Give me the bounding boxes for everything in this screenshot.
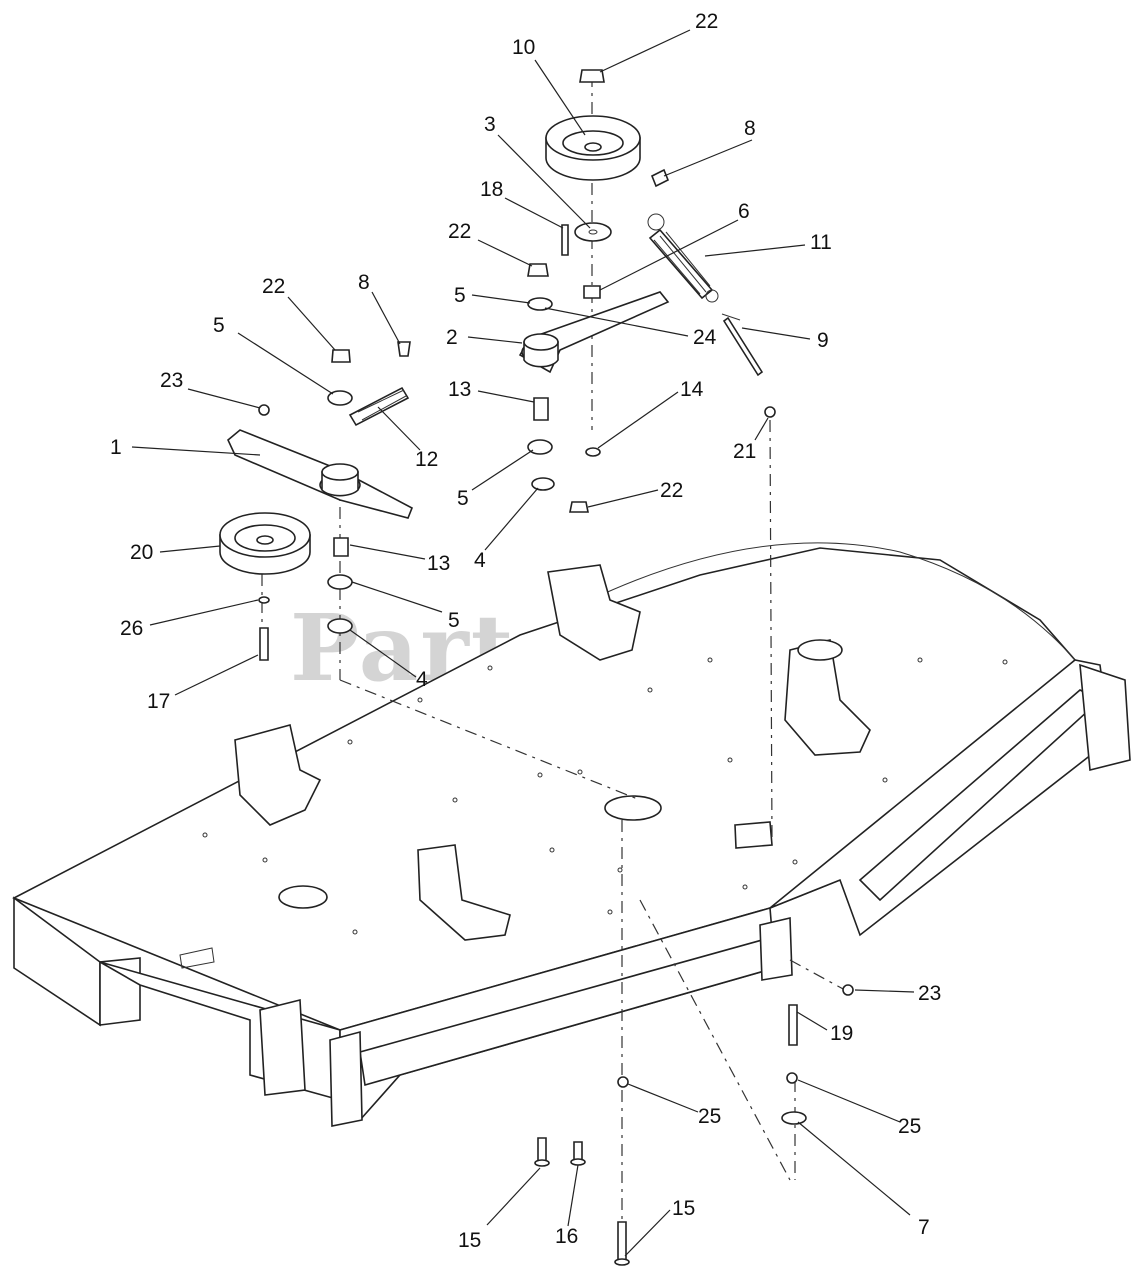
callout-label: 12 xyxy=(415,448,438,471)
callout-label: 26 xyxy=(120,617,143,640)
callout-label: 13 xyxy=(427,552,450,575)
mower-deck xyxy=(12,542,1131,1127)
callout-label: 2 xyxy=(446,326,458,349)
idler-arm-2 xyxy=(518,291,670,374)
callout-label: 25 xyxy=(698,1105,721,1128)
callout-label: 5 xyxy=(454,284,466,307)
callout-label: 16 xyxy=(555,1225,578,1248)
callout-label: 23 xyxy=(160,369,183,392)
callout-numbers: 22 10 3 8 18 6 11 22 5 2 24 9 22 8 5 23 … xyxy=(110,10,941,1252)
spring-12 xyxy=(348,386,410,427)
callout-label: 5 xyxy=(457,487,469,510)
callout-label: 13 xyxy=(448,378,471,401)
callout-label: 7 xyxy=(918,1216,930,1239)
idler-arm-1 xyxy=(227,429,414,519)
callout-label: 22 xyxy=(262,275,285,298)
callout-label: 17 xyxy=(147,690,170,713)
callout-label: 5 xyxy=(213,314,225,337)
callout-label: 6 xyxy=(738,200,750,223)
callout-label: 22 xyxy=(660,479,683,502)
callout-label: 10 xyxy=(512,36,535,59)
callout-label: 22 xyxy=(695,10,718,33)
callout-label: 15 xyxy=(458,1229,481,1252)
callout-label: 3 xyxy=(484,113,496,136)
callout-label: 20 xyxy=(130,541,153,564)
callout-label: 11 xyxy=(810,231,832,254)
callout-label: 9 xyxy=(817,329,829,352)
callout-label: 24 xyxy=(693,326,717,349)
callout-label: 1 xyxy=(110,436,122,459)
callout-label: 19 xyxy=(830,1022,853,1045)
callout-label: 8 xyxy=(358,271,370,294)
callout-label: 8 xyxy=(744,117,756,140)
spring-11 xyxy=(647,213,719,303)
callout-label: 23 xyxy=(918,982,941,1005)
callout-leaders xyxy=(131,29,915,1257)
callout-label: 25 xyxy=(898,1115,921,1138)
callout-label: 18 xyxy=(480,178,503,201)
callout-label: 15 xyxy=(672,1197,695,1220)
pulley-10 xyxy=(545,115,641,181)
pulley-20 xyxy=(219,512,311,575)
callout-label: 22 xyxy=(448,220,471,243)
callout-label: 4 xyxy=(416,668,428,691)
components xyxy=(219,69,854,1266)
callout-label: 4 xyxy=(474,549,486,572)
callout-label: 21 xyxy=(733,440,756,463)
callout-label: 5 xyxy=(448,609,460,632)
callout-label: 14 xyxy=(680,378,704,401)
